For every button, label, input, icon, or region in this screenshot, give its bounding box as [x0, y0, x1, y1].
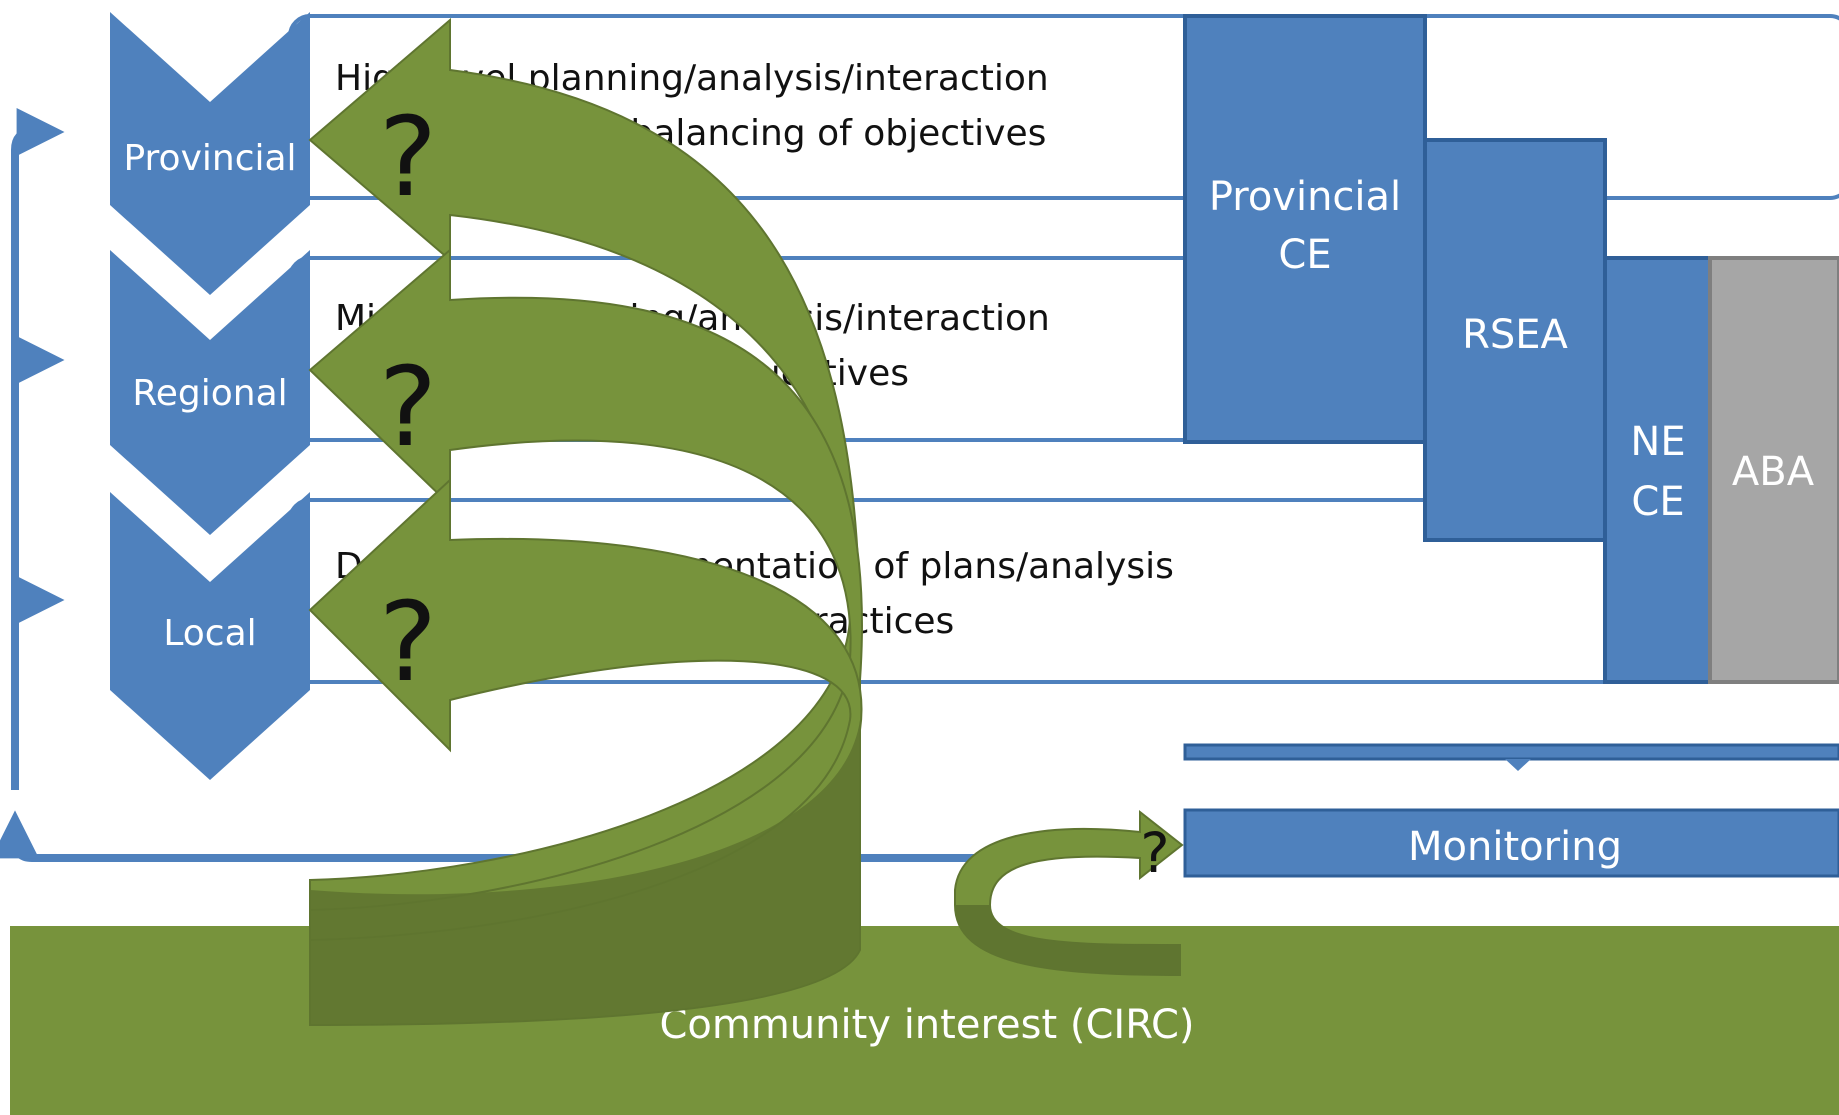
provincial-ce-line-2: CE [1278, 232, 1331, 278]
aba-label: ABA [1732, 449, 1815, 495]
feedback-return-line [0, 810, 1000, 862]
provincial-ce-box [1183, 14, 1427, 444]
level-label-provincial: Provincial [123, 138, 296, 179]
chevron-provincial [110, 12, 310, 295]
monitoring-bar-top [1183, 743, 1839, 761]
chevron-local [110, 492, 310, 780]
ne-ce-line-2: CE [1631, 479, 1684, 525]
level-label-regional: Regional [132, 373, 287, 414]
green-arrow-monitoring-shadow [955, 905, 1180, 975]
community-to-levels-arrows [308, 17, 863, 1027]
chevron-regional [110, 250, 310, 535]
monitoring-box [1183, 808, 1839, 878]
rsea-box [1423, 138, 1607, 542]
ne-ce-line-1: NE [1630, 419, 1685, 465]
ne-ce-box [1603, 256, 1712, 684]
monitoring-small-arrow [1505, 759, 1531, 771]
feedback-loop-line [11, 108, 65, 790]
provincial-question-mark: ? [379, 93, 437, 221]
monitoring-question-mark: ? [1140, 821, 1169, 885]
community-label: Community interest (CIRC) [659, 1002, 1194, 1048]
regional-question-mark: ? [379, 343, 437, 471]
aba-box [1708, 256, 1839, 684]
rsea-label: RSEA [1462, 312, 1568, 358]
monitoring-label: Monitoring [1408, 824, 1622, 870]
provincial-ce-line-1: Provincial [1209, 174, 1401, 220]
local-question-mark: ? [379, 578, 437, 706]
green-arrow-shadow [310, 720, 860, 1025]
level-label-local: Local [163, 613, 256, 654]
